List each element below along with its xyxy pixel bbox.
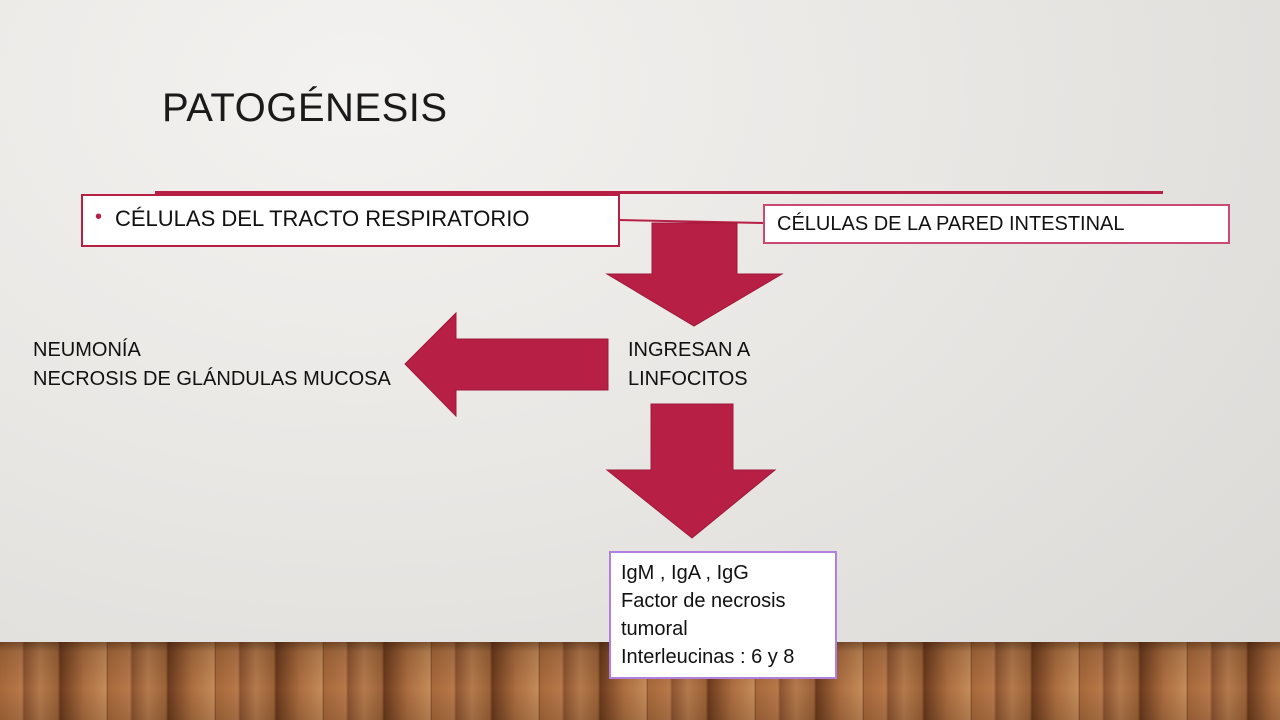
left-result-line2: NECROSIS DE GLÁNDULAS MUCOSA [33,368,391,390]
respiratory-cells-label: CÉLULAS DEL TRACTO RESPIRATORIO [115,206,530,231]
output-box: IgM , IgA , IgG Factor de necrosis tumor… [609,551,837,679]
middle-step-text: INGRESAN A LINFOCITOS [628,336,750,394]
down-arrow-top-icon [605,222,784,327]
bullet-icon: • [95,206,103,228]
slide-title: PATOGÉNESIS [162,86,448,130]
down-arrow-bottom-icon [605,403,777,539]
respiratory-cells-box: • CÉLULAS DEL TRACTO RESPIRATORIO [81,194,620,247]
left-result-line1: NEUMONÍA [33,339,141,361]
left-arrow-icon [404,311,609,418]
middle-step-line2: LINFOCITOS [628,368,748,390]
output-line2: Factor de necrosis [621,590,786,612]
left-result-text: NEUMONÍA NECROSIS DE GLÁNDULAS MUCOSA [33,336,391,394]
middle-step-line1: INGRESAN A [628,339,751,361]
output-line3: tumoral [621,618,688,640]
output-line1: IgM , IgA , IgG [621,562,749,584]
title-underline [155,191,1163,194]
output-line4: Interleucinas : 6 y 8 [621,646,795,668]
intestinal-cells-box: CÉLULAS DE LA PARED INTESTINAL [763,204,1230,244]
intestinal-cells-label: CÉLULAS DE LA PARED INTESTINAL [777,213,1125,235]
